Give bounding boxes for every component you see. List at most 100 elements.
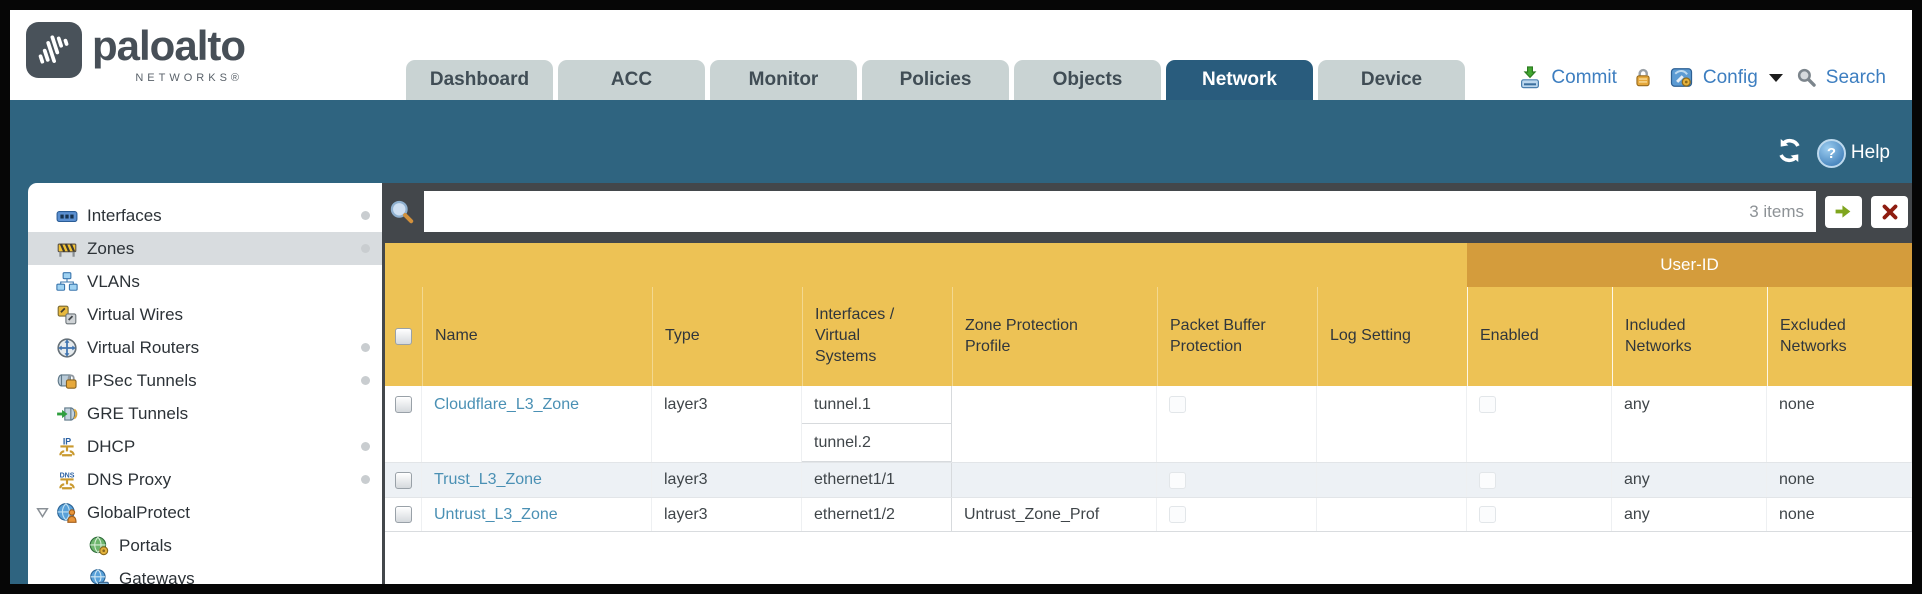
- row-select-checkbox[interactable]: [395, 471, 412, 489]
- virtual-routers-icon: [56, 337, 78, 359]
- help-label: Help: [1850, 142, 1890, 163]
- cell-user-id-enabled: [1467, 463, 1612, 497]
- vsys-dot: [361, 343, 370, 352]
- user-id-enabled-checkbox: [1479, 396, 1496, 413]
- cell-user-id-enabled: [1467, 386, 1612, 462]
- column-header-zone-protection-profile[interactable]: Zone Protection Profile: [952, 287, 1157, 386]
- sidebar-item-label: Portals: [119, 535, 172, 555]
- sidebar-item-gateways[interactable]: Gateways: [28, 562, 382, 584]
- user-id-enabled-checkbox: [1479, 471, 1496, 489]
- cell-log-setting: [1317, 386, 1467, 462]
- column-header-name[interactable]: Name: [422, 287, 652, 386]
- zone-name-link[interactable]: Trust_L3_Zone: [434, 471, 542, 488]
- lock-icon[interactable]: [1632, 67, 1654, 89]
- portals-icon: [88, 535, 110, 557]
- cell-zone-protection-profile: [952, 463, 1157, 497]
- svg-text:DNS: DNS: [60, 472, 75, 479]
- left-gutter: [10, 183, 28, 584]
- items-count: 3 items: [1749, 201, 1804, 221]
- column-header-packet-buffer-protection[interactable]: Packet Buffer Protection: [1157, 287, 1317, 386]
- sidebar-item-interfaces[interactable]: Interfaces: [28, 199, 382, 232]
- vsys-dot: [361, 211, 370, 220]
- interface-entry: tunnel.2: [802, 424, 951, 462]
- sidebar-item-label: GRE Tunnels: [87, 403, 189, 423]
- brand-name: paloalto: [92, 22, 246, 69]
- tab-network[interactable]: Network: [1166, 60, 1313, 100]
- interfaces-icon: [56, 205, 78, 227]
- utility-links: Commit Config Search: [1518, 65, 1886, 90]
- row-select-checkbox[interactable]: [395, 396, 412, 413]
- cell-zone-protection-profile: Untrust_Zone_Prof: [952, 498, 1157, 531]
- sidebar-item-globalprotect[interactable]: GlobalProtect: [28, 496, 382, 529]
- row-select-checkbox[interactable]: [395, 506, 412, 523]
- globalprotect-icon: [56, 502, 78, 524]
- search-link[interactable]: Search: [1825, 66, 1886, 88]
- sidebar-item-gre-tunnels[interactable]: GRE Tunnels: [28, 397, 382, 430]
- tab-monitor[interactable]: Monitor: [710, 60, 857, 100]
- cell-zone-protection-profile: [952, 386, 1157, 462]
- sidebar-item-dns-proxy[interactable]: DNS DNS Proxy: [28, 463, 382, 496]
- sidebar-item-virtual-routers[interactable]: Virtual Routers: [28, 331, 382, 364]
- zone-name-link[interactable]: Untrust_L3_Zone: [434, 505, 558, 523]
- column-header-type[interactable]: Type: [652, 287, 802, 386]
- tab-policies[interactable]: Policies: [862, 60, 1009, 100]
- sidebar-item-zones[interactable]: Zones: [28, 232, 382, 265]
- gateways-icon: [88, 568, 110, 584]
- svg-text:IP: IP: [63, 436, 71, 446]
- zone-name-link[interactable]: Cloudflare_L3_Zone: [434, 396, 579, 413]
- config-caret-icon[interactable]: [1768, 73, 1783, 82]
- tab-acc[interactable]: ACC: [558, 60, 705, 100]
- filter-input[interactable]: [424, 191, 1816, 232]
- cell-interfaces: ethernet1/1: [802, 463, 952, 497]
- refresh-icon[interactable]: [1776, 137, 1803, 169]
- cell-excluded-networks: none: [1767, 386, 1912, 462]
- select-all-checkbox[interactable]: [395, 328, 412, 345]
- search-icon: [1796, 67, 1817, 88]
- title-band: ? Help: [10, 100, 1912, 183]
- cell-name: Trust_L3_Zone: [422, 463, 652, 497]
- column-header-log-setting[interactable]: Log Setting: [1317, 287, 1467, 386]
- sidebar-item-dhcp[interactable]: IP DHCP: [28, 430, 382, 463]
- column-header-select: [385, 287, 422, 386]
- tab-objects[interactable]: Objects: [1014, 60, 1161, 100]
- config-menu[interactable]: Config: [1702, 66, 1758, 88]
- sidebar-item-label: Virtual Wires: [87, 304, 184, 324]
- column-header-user-id-enabled[interactable]: Enabled: [1467, 287, 1612, 386]
- cell-packet-buffer-protection: [1157, 386, 1317, 462]
- commit-button[interactable]: Commit: [1551, 66, 1617, 88]
- sidebar-item-label: Interfaces: [87, 205, 162, 225]
- sidebar-item-label: DNS Proxy: [87, 469, 172, 489]
- sidebar-item-virtual-wires[interactable]: Virtual Wires: [28, 298, 382, 331]
- sidebar-item-label: DHCP: [87, 436, 136, 456]
- sidebar-item-label: VLANs: [87, 271, 140, 291]
- cell-name: Cloudflare_L3_Zone: [422, 386, 652, 462]
- expander-icon[interactable]: [36, 506, 49, 524]
- column-header-excluded-networks[interactable]: Excluded Networks: [1767, 287, 1912, 386]
- user-id-enabled-checkbox: [1479, 506, 1496, 523]
- sidebar-item-ipsec-tunnels[interactable]: IPSec Tunnels: [28, 364, 382, 397]
- column-header-included-networks[interactable]: Included Networks: [1612, 287, 1767, 386]
- tab-device[interactable]: Device: [1318, 60, 1465, 100]
- clear-filter-button[interactable]: [1871, 195, 1908, 228]
- commit-icon: [1518, 65, 1542, 90]
- column-header-interfaces[interactable]: Interfaces / Virtual Systems: [802, 287, 952, 386]
- sidebar-item-label: Gateways: [119, 568, 195, 585]
- help-icon[interactable]: ?: [1816, 138, 1846, 168]
- help-link[interactable]: ? Help: [1816, 138, 1890, 168]
- ipsec-tunnels-icon: [56, 370, 78, 392]
- paloalto-logo-icon: [26, 22, 82, 83]
- sidebar-item-portals[interactable]: Portals: [28, 529, 382, 562]
- sidebar-item-label: Virtual Routers: [87, 337, 200, 357]
- tab-dashboard[interactable]: Dashboard: [406, 60, 553, 100]
- sidebar-item-vlans[interactable]: VLANs: [28, 265, 382, 298]
- apply-filter-button[interactable]: [1825, 195, 1862, 228]
- cell-select: [385, 498, 422, 531]
